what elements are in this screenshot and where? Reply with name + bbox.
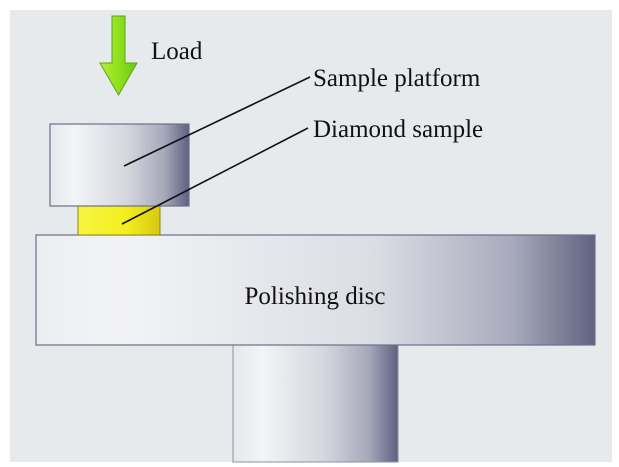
sample-platform [49, 123, 190, 207]
diamond-sample-leader-line [121, 127, 309, 225]
spindle-shaft [232, 344, 399, 463]
sample-platform-leader-line [123, 76, 311, 167]
polishing-disc-label: Polishing disc [245, 283, 386, 310]
sample-platform-label: Sample platform [313, 65, 481, 92]
diamond-sample-label: Diamond sample [313, 116, 483, 143]
polishing-disc [35, 234, 596, 346]
load-arrow-icon [99, 15, 138, 96]
load-label: Load [151, 38, 203, 65]
